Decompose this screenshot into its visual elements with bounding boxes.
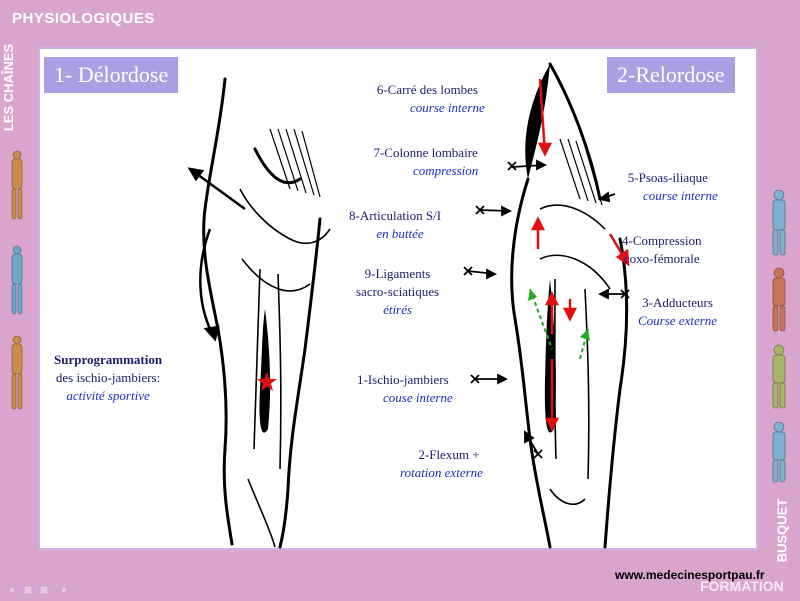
label-flexum: 2-Flexum + rotation externe (400, 447, 483, 480)
label-carre-des-lombes: 6-Carré des lombes course interne (376, 82, 485, 115)
website-link[interactable]: www.medecinesportpau.fr (615, 568, 765, 582)
label-psoas-iliaque: 5-Psoas-iliaque course interne (627, 170, 718, 203)
label-ligaments: 9-Ligaments sacro-sciatiques étirés (356, 266, 440, 317)
title-relordose: 2-Relordose (607, 57, 735, 93)
pelvis-leg-delordose-illustration (187, 77, 331, 549)
formation-watermark: FORMATION (700, 578, 784, 594)
label-surprogrammation: Surprogrammation des ischio-jambiers: ac… (54, 352, 163, 403)
pelvis-leg-relordose-illustration (510, 62, 630, 549)
body-figures-right-icon (772, 189, 786, 483)
label-articulation-si: 8-Articulation S/I en buttée (349, 208, 442, 241)
title-delordose: 1- Délordose (44, 57, 179, 93)
star-icon (257, 372, 277, 391)
diagram-panel: 1- Délordose 2-Relordose Surprogramm (38, 47, 758, 550)
slide-nav-icon[interactable] (6, 584, 76, 596)
label-adducteurs: 3-Adducteurs Course externe (638, 295, 718, 328)
body-figures-left-icon (11, 150, 23, 410)
header-title: PHYSIOLOGIQUES (12, 10, 155, 27)
label-ischio-jambiers: 1-Ischio-jambiers couse interne (356, 372, 453, 405)
label-compression-coxo: 4-Compression coxo-fémorale (622, 233, 702, 266)
label-pointer-arrows (463, 159, 630, 459)
side-label-right: BUSQUET (774, 498, 790, 563)
label-colonne-lombaire: 7-Colonne lombaire compression (373, 145, 479, 178)
side-label-left: LES CHAÎNES (1, 43, 17, 132)
